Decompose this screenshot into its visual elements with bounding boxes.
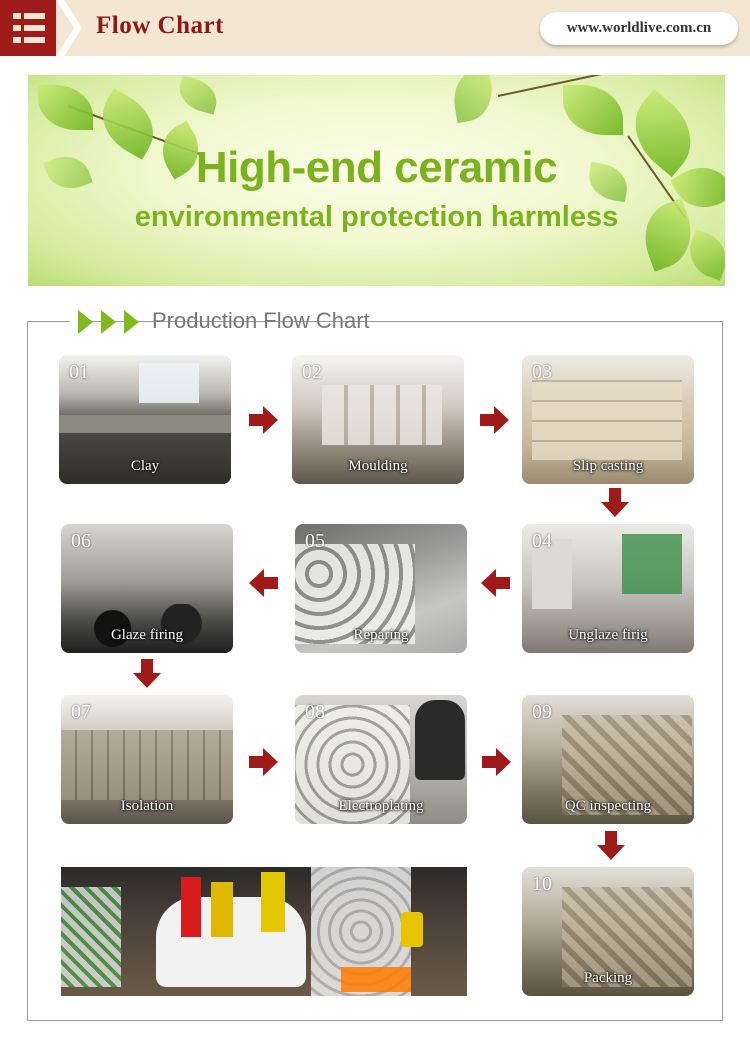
step-label: Unglaze firig — [568, 627, 648, 643]
step-label: Reparing — [353, 627, 409, 643]
arrow-right-icon — [482, 748, 511, 776]
flow-chart-title: Production Flow Chart — [152, 308, 370, 333]
arrow-left-icon — [249, 569, 278, 597]
triangle-right-icon — [78, 310, 93, 334]
step-number: 07 — [71, 701, 91, 723]
step-card-clay: 01 Clay — [59, 355, 231, 484]
menu-icon — [0, 0, 56, 56]
step-number: 06 — [71, 530, 91, 552]
step-card-unglaze-firing: 04 Unglaze firig — [522, 524, 694, 653]
flow-chart-heading: Production Flow Chart — [70, 304, 370, 340]
arrow-down-icon — [133, 659, 161, 688]
banner-headline: High-end ceramic — [195, 143, 558, 192]
showroom-photo — [61, 867, 467, 996]
step-label: Packing — [583, 970, 633, 986]
triangle-right-icon — [124, 310, 139, 334]
step-label: Slip casting — [572, 458, 644, 474]
flow-chart-frame — [27, 321, 723, 1021]
arrow-right-icon — [249, 406, 278, 434]
triangle-right-icon — [101, 310, 116, 334]
step-number: 04 — [532, 530, 552, 552]
step-label: Isolation — [120, 798, 174, 814]
header-bar: Flow Chart www.worldlive.com.cn — [0, 0, 750, 56]
step-card-electroplating: 08 Electroplating — [295, 695, 467, 824]
step-number: 08 — [305, 701, 325, 723]
step-card-reparing: 05 Reparing — [295, 524, 467, 653]
website-badge[interactable]: www.worldlive.com.cn — [540, 12, 738, 45]
step-label: Clay — [130, 458, 160, 474]
hero-banner: High-end ceramic environmental protectio… — [28, 75, 725, 286]
step-card-qc-inspecting: 09 QC inspecting — [522, 695, 694, 824]
arrow-down-icon — [601, 488, 629, 517]
step-card-isolation: 07 Isolation — [61, 695, 233, 824]
page-title: Flow Chart — [96, 12, 224, 39]
step-number: 10 — [532, 873, 552, 895]
step-number: 05 — [305, 530, 325, 552]
arrow-left-icon — [481, 569, 510, 597]
step-number: 03 — [532, 361, 552, 383]
step-number: 01 — [69, 361, 89, 383]
step-card-moulding: 02 Moulding — [292, 355, 464, 484]
step-label: Glaze firing — [110, 627, 184, 643]
step-card-slip-casting: 03 Slip casting — [522, 355, 694, 484]
banner-subheadline: environmental protection harmless — [134, 201, 619, 233]
step-label: Moulding — [348, 458, 408, 474]
step-card-packing: 10 Packing — [522, 867, 694, 996]
arrow-down-icon — [597, 831, 625, 860]
arrow-right-icon — [480, 406, 509, 434]
step-number: 09 — [532, 701, 552, 723]
step-label: Electroplating — [338, 798, 424, 814]
arrow-right-icon — [249, 748, 278, 776]
step-label: QC inspecting — [564, 798, 652, 814]
step-number: 02 — [302, 361, 322, 383]
step-card-glaze-firing: 06 Glaze firing — [61, 524, 233, 653]
chevron-right-icon — [56, 0, 82, 56]
